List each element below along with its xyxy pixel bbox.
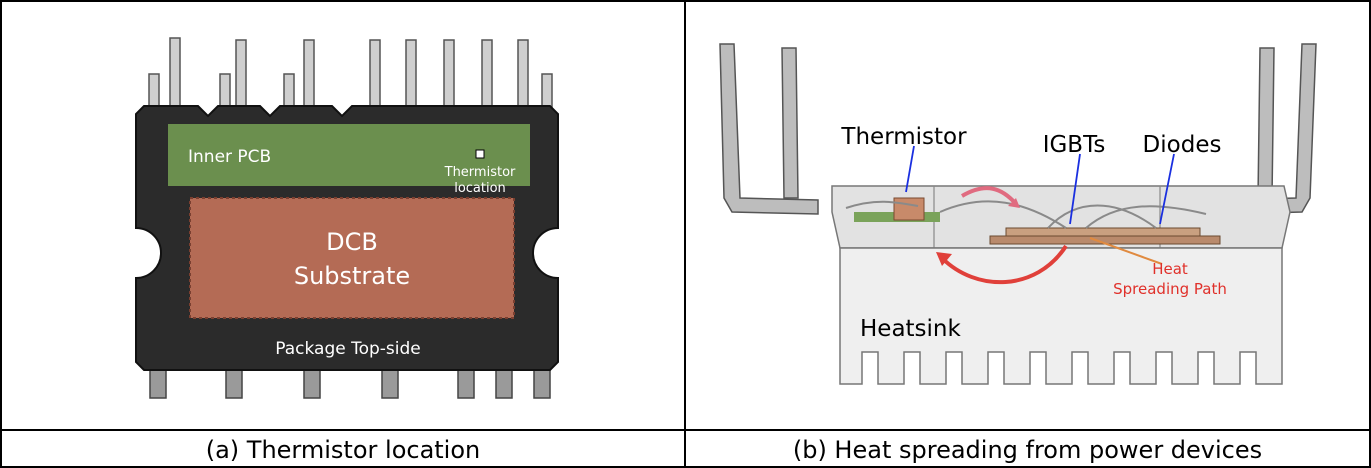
- thermistor-component: [893, 197, 925, 221]
- thermistor-marker: [475, 149, 485, 159]
- panel-b-heatsink-diagram: Thermistor IGBTs Diodes Heat Spreading P…: [719, 43, 1317, 385]
- border-caption-divider: [0, 429, 1371, 431]
- diodes-label: Diodes: [1143, 132, 1222, 158]
- dcb-substrate: [189, 197, 515, 319]
- thermistor-location-label-2: location: [454, 181, 506, 196]
- inner-pcb: [168, 124, 530, 186]
- heatsink-label: Heatsink: [860, 316, 962, 342]
- heat-path-label-2: Spreading Path: [1113, 280, 1227, 298]
- thermistor-label: Thermistor: [840, 124, 967, 150]
- caption-b: (b) Heat spreading from power devices: [792, 435, 1263, 464]
- dcb-label-1: DCB: [326, 228, 378, 256]
- label-arrows: [905, 145, 1175, 225]
- border-left: [0, 0, 2, 468]
- bond-wires: [845, 200, 1207, 229]
- panel-a-package-diagram: Inner PCB Thermistor location DCB Substr…: [135, 37, 559, 399]
- package-topside-label: Package Top-side: [275, 339, 421, 359]
- heatsink: [839, 247, 1283, 385]
- heat-arrows: [940, 186, 1068, 285]
- border-right: [1369, 0, 1371, 468]
- thermistor-location-label-1: Thermistor: [444, 165, 516, 180]
- package-leads: [719, 43, 1317, 215]
- heat-arrowhead: [936, 252, 952, 266]
- inner-pcb-label: Inner PCB: [188, 147, 271, 167]
- heat-arrowhead-2: [1008, 198, 1020, 208]
- igbts-label: IGBTs: [1043, 132, 1106, 158]
- device-layer: [1005, 227, 1201, 237]
- caption-a: (a) Thermistor location: [205, 435, 481, 464]
- heat-path-label-1: Heat: [1152, 260, 1188, 278]
- heat-label-arrow: [1089, 237, 1163, 265]
- dcb-label-2: Substrate: [294, 262, 410, 290]
- border-middle: [684, 0, 686, 468]
